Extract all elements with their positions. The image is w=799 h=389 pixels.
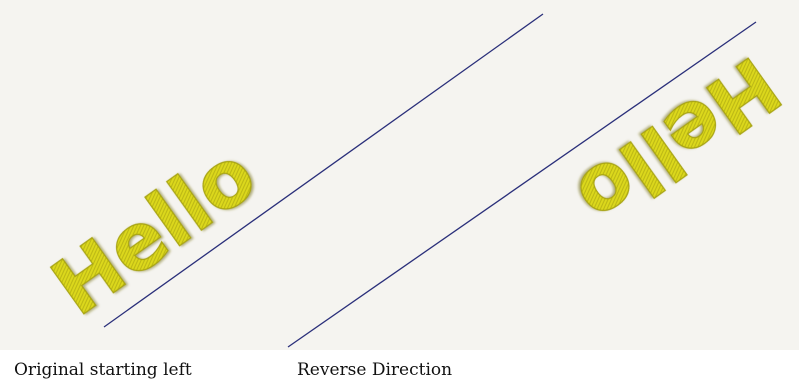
right-embroidered-text: Hello [560,39,796,243]
right-baseline [287,21,757,348]
embroidery-svg: Hello Hello [36,13,796,348]
embroidery-canvas: Hello Hello [0,0,799,350]
caption-original-starting-left: Original starting left [14,360,192,380]
left-baseline [103,13,544,328]
caption-reverse-direction: Reverse Direction [297,360,453,380]
